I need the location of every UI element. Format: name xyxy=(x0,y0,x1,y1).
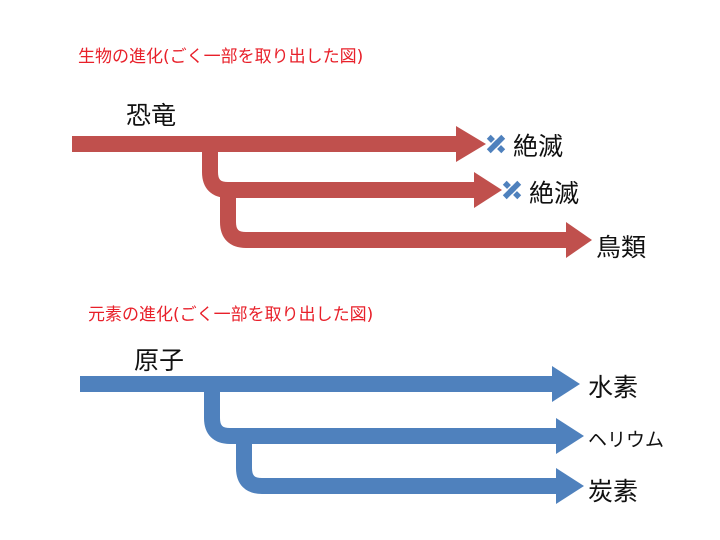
elem-trunk-arrowhead xyxy=(552,366,580,402)
bio-branch-label: 鳥類 xyxy=(596,233,647,262)
elem-branch-1 xyxy=(204,384,560,444)
elem-branch-label: 水素 xyxy=(588,373,639,402)
elem-root-label: 原子 xyxy=(134,346,185,375)
bio-branch-1-arrowhead xyxy=(474,172,502,208)
cross-icon xyxy=(500,178,524,202)
elem-branch-1-arrowhead xyxy=(556,418,584,454)
bio-trunk-arrowhead xyxy=(456,126,486,162)
elem-caption: 元素の進化(ごく一部を取り出した図) xyxy=(88,305,374,325)
bio-branch-label: 絶滅 xyxy=(513,132,564,161)
elem-branch-label: ヘリウム xyxy=(588,429,665,451)
bio-branch-2-arrowhead xyxy=(566,222,592,258)
bio-branch-label: 絶滅 xyxy=(529,179,580,208)
bio-branch-1 xyxy=(202,144,478,198)
elem-branch-2 xyxy=(236,436,560,494)
bio-branch-2 xyxy=(220,190,570,248)
bio-tree xyxy=(72,136,570,248)
elem-tree xyxy=(80,376,560,494)
elem-branch-2-arrowhead xyxy=(556,468,584,504)
bio-root-label: 恐竜 xyxy=(126,101,177,130)
elem-branch-label: 炭素 xyxy=(588,477,639,506)
bio-caption: 生物の進化(ごく一部を取り出した図) xyxy=(78,47,364,67)
cross-icon xyxy=(484,132,508,156)
